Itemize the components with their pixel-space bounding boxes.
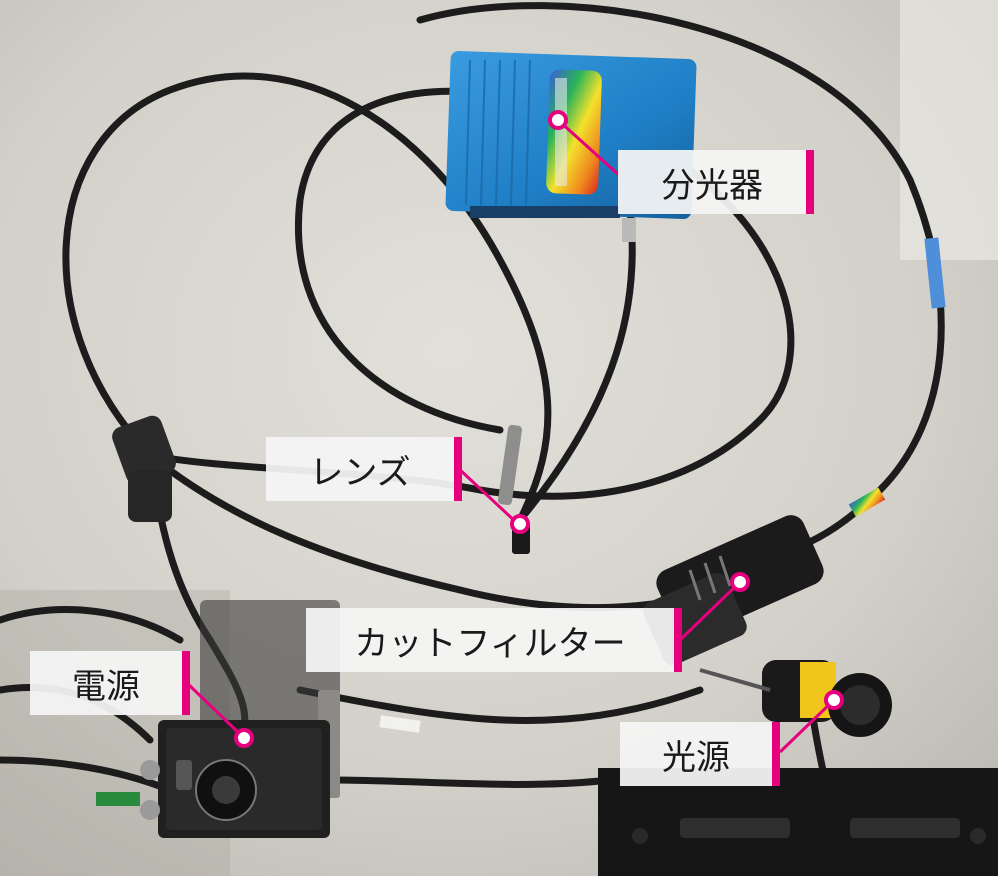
cut-filter-label: カットフィルター xyxy=(306,608,682,672)
equipment-rack xyxy=(598,768,998,876)
cable-band-color xyxy=(848,487,886,517)
cable-band-white xyxy=(379,715,421,733)
spectrometer-label: 分光器 xyxy=(618,150,814,214)
wall-highlight xyxy=(900,0,998,260)
power-supply-label: 電源 xyxy=(30,651,190,715)
power-supply-device xyxy=(96,600,340,838)
cable-splitter xyxy=(112,415,176,485)
light-source-label: 光源 xyxy=(620,722,780,786)
lens-label: レンズ xyxy=(266,437,462,501)
cable-band-blue xyxy=(924,237,946,309)
cable-sleeve xyxy=(128,470,172,522)
